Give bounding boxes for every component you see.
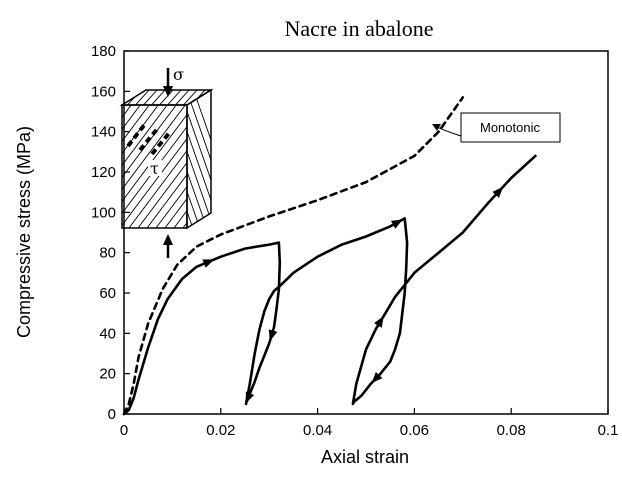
stress-symbol: σ: [173, 65, 184, 84]
y-tick-label: 100: [91, 204, 116, 221]
direction-arrow: [268, 329, 278, 342]
shear-dash-2: [138, 126, 160, 152]
direction-arrow: [202, 259, 215, 268]
y-tick-label: 140: [91, 124, 116, 141]
x-tick-label: 0.02: [206, 422, 235, 439]
y-tick-label: 60: [99, 285, 116, 302]
series-monotonic-line: [122, 96, 465, 416]
x-tick-label: 0: [120, 422, 128, 439]
shear-dash-1: [126, 122, 147, 148]
curve-arrows: [202, 186, 504, 404]
y-tick-label: 80: [99, 245, 116, 262]
y-tick-label: 0: [108, 406, 116, 423]
y-tick-label: 160: [91, 83, 116, 100]
specimen-inset: τ σ: [119, 65, 214, 258]
y-axis-label: Compressive stress (MPa): [14, 126, 34, 338]
y-tick-label: 180: [91, 43, 116, 60]
plot-area: [123, 50, 609, 415]
specimen-top-face: [122, 90, 211, 105]
x-axis-label: Axial strain: [321, 447, 409, 467]
direction-arrow: [374, 316, 384, 328]
x-tick-label: 0.04: [303, 422, 332, 439]
callout-leader-head: [432, 124, 441, 131]
callout-box: [460, 112, 561, 143]
series-layer: [122, 96, 537, 416]
shear-symbol: τ: [150, 159, 159, 178]
stress-arrow-bottom-head: [163, 234, 173, 245]
axis-ticks: 0 0.02 0.04 0.06 0.08 0.1 0 20 40 60 80 100 120 140 16…: [91, 43, 618, 439]
x-tick-label: 0.1: [598, 422, 619, 439]
callout-label: Monotonic: [480, 120, 540, 135]
y-tick-label: 40: [99, 325, 116, 342]
specimen-side-outline: [186, 88, 212, 230]
shear-dash-3: [150, 130, 172, 156]
direction-arrow: [371, 371, 383, 384]
x-tick-label: 0.06: [400, 422, 429, 439]
x-tick-label: 0.08: [497, 422, 526, 439]
series-cyclic-line: [122, 154, 537, 416]
chart-title: Nacre in abalone: [284, 16, 433, 41]
monotonic-callout: Monotonic: [432, 112, 561, 143]
direction-arrow: [390, 219, 403, 229]
direction-arrow: [492, 186, 504, 198]
specimen-top-outline: [119, 89, 214, 106]
tau-label-bg: [148, 160, 162, 176]
direction-arrow: [245, 391, 255, 404]
y-tick-label: 20: [99, 366, 116, 383]
plot-frame: [123, 50, 609, 415]
stress-arrow-top-head: [163, 86, 173, 97]
y-tick-label: 120: [91, 164, 116, 181]
